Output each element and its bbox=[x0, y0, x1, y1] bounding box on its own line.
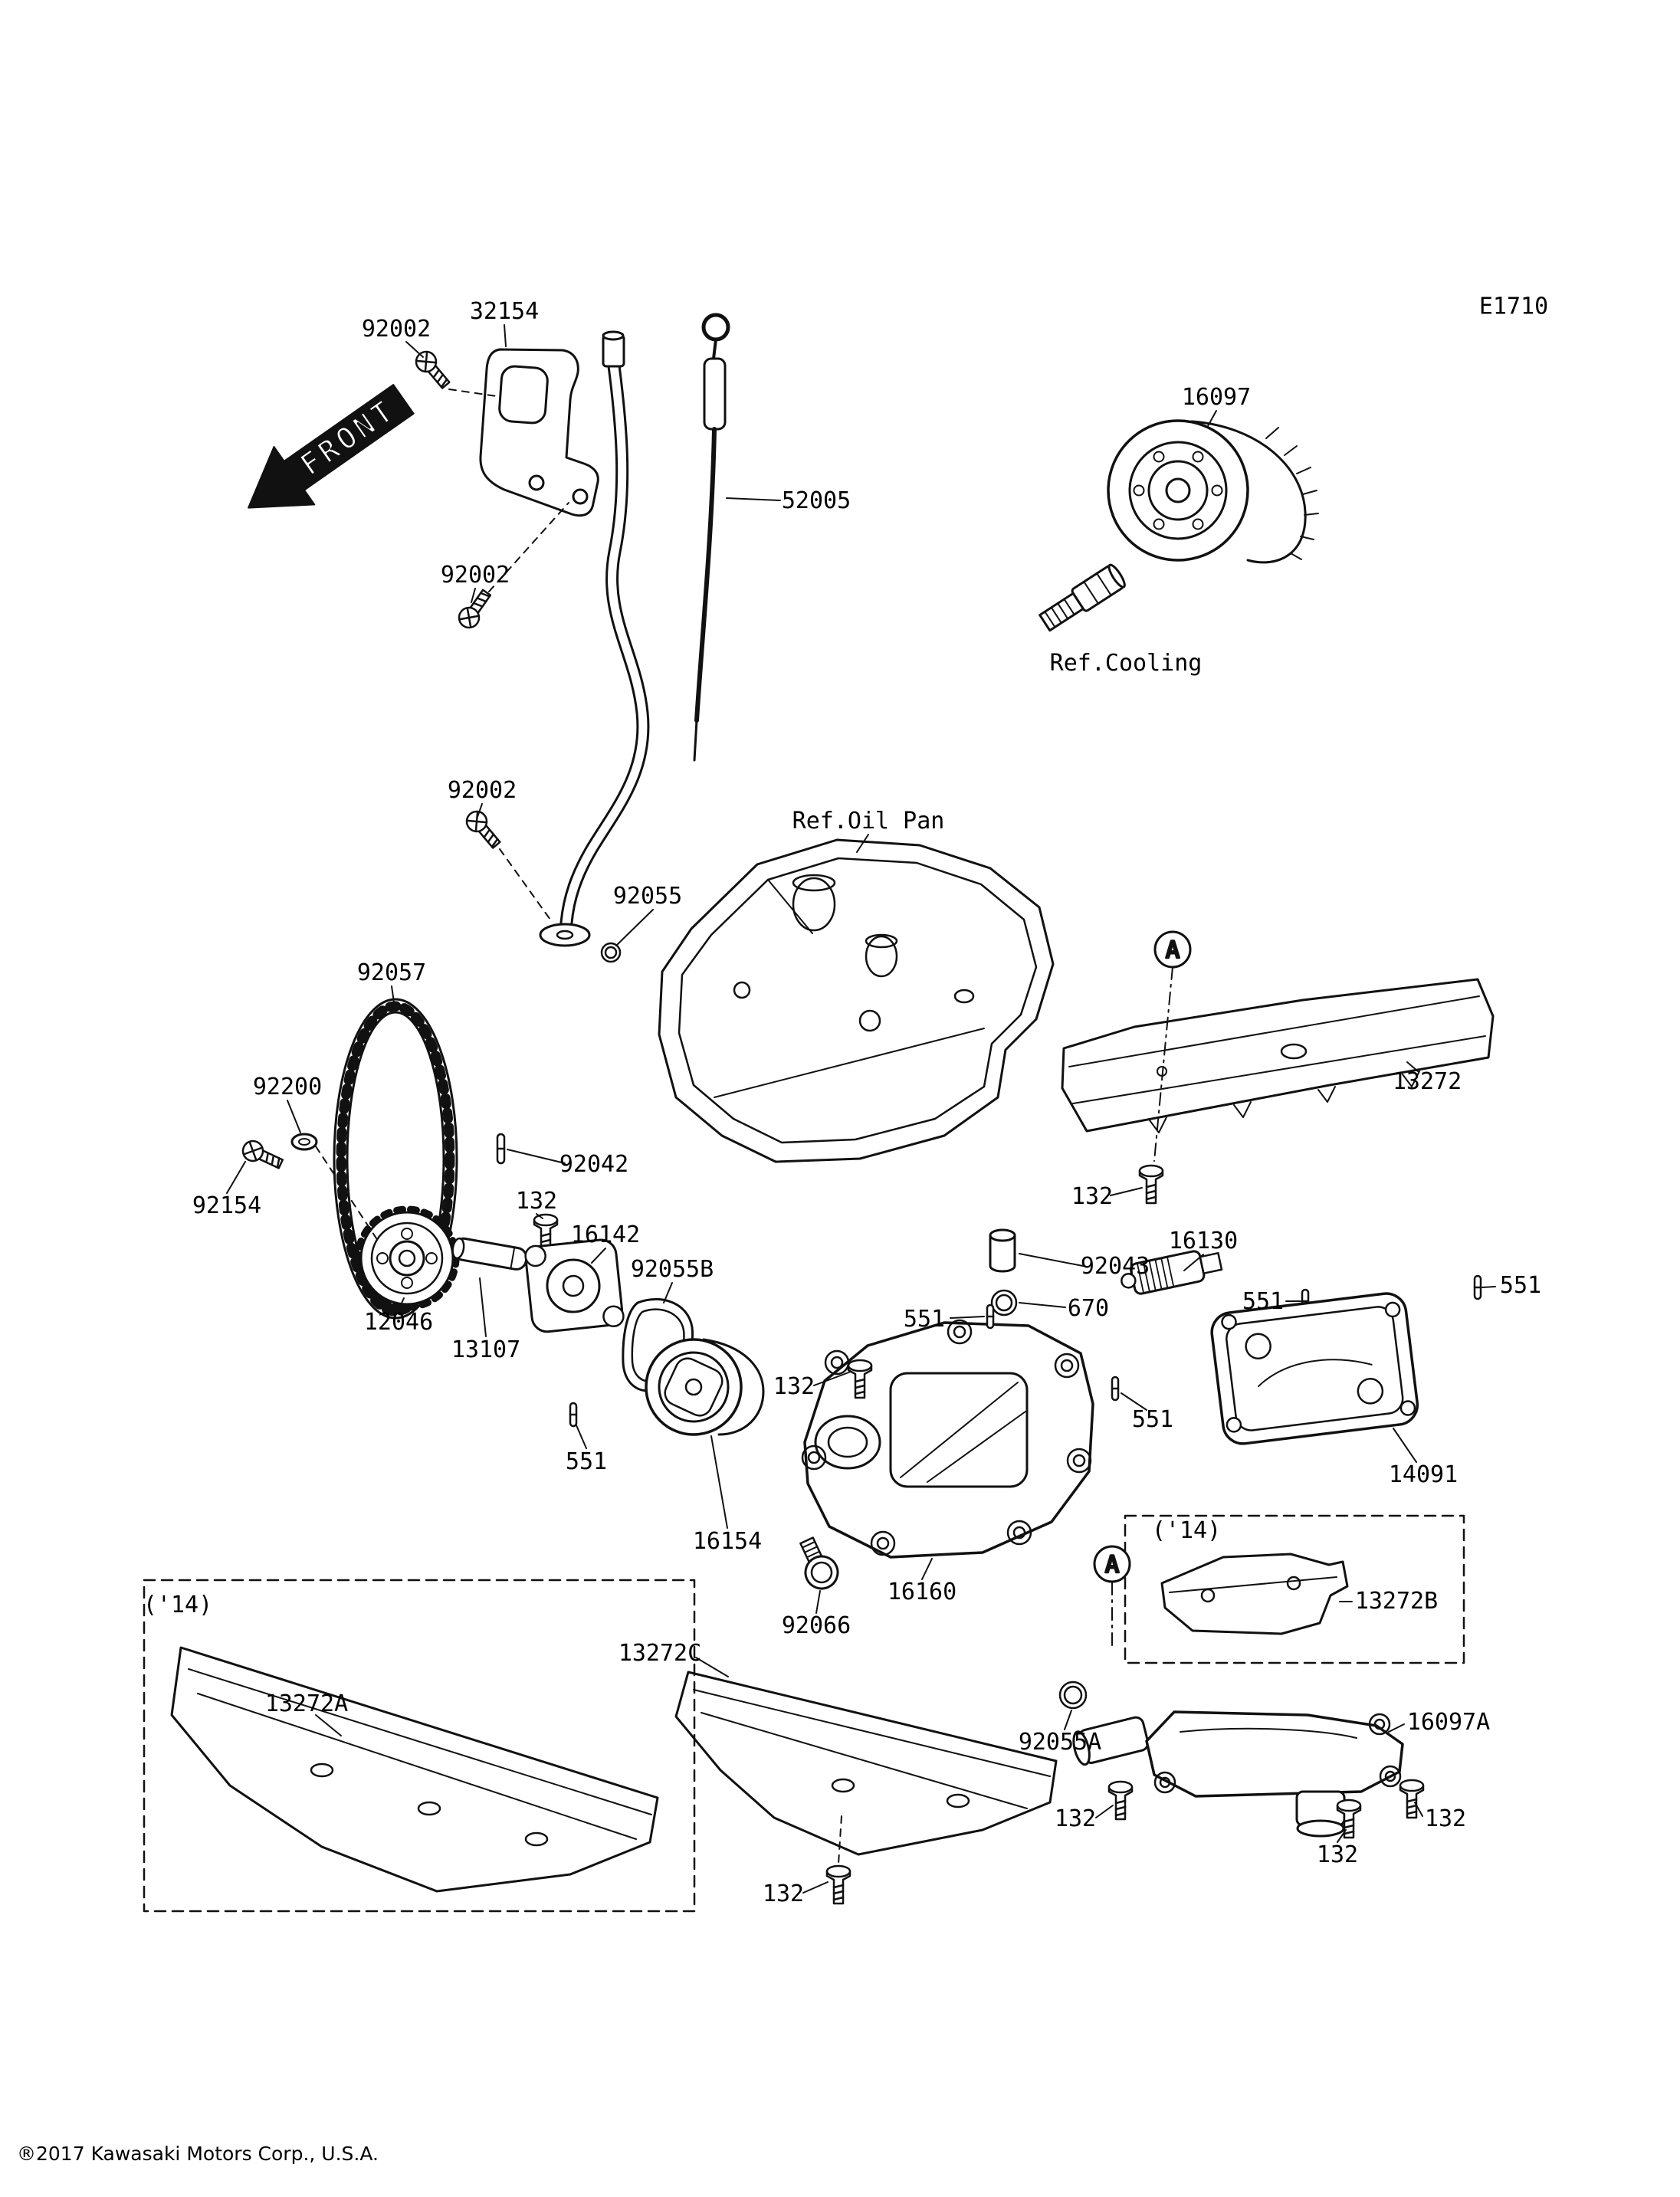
leader-lines bbox=[226, 324, 1496, 1894]
screw-92154 bbox=[238, 1136, 287, 1175]
bolt-132-baffle-c bbox=[825, 1864, 851, 1905]
callout-132-a: 132 bbox=[515, 1188, 558, 1215]
bolt-132-outlet-left bbox=[1107, 1780, 1134, 1821]
pin-551-center bbox=[986, 1303, 995, 1330]
callout-13272b: 13272B bbox=[1354, 1588, 1439, 1615]
callout-16154: 16154 bbox=[692, 1528, 763, 1555]
callout-551-b: 551 bbox=[1242, 1288, 1285, 1315]
callout-92055a: 92055A bbox=[1018, 1729, 1102, 1756]
callout-16160: 16160 bbox=[887, 1579, 957, 1605]
sprocket-12046-drawing bbox=[354, 1205, 460, 1311]
front-arrow-label: FRONT bbox=[294, 392, 402, 483]
view-marker-a-bottom: A bbox=[1093, 1545, 1131, 1650]
cooling-union-fitting bbox=[1039, 563, 1126, 632]
callout-132-g: 132 bbox=[762, 1881, 805, 1907]
baffle-13272a-drawing bbox=[170, 1646, 659, 1893]
callout-551-a: 551 bbox=[903, 1306, 946, 1333]
callout-92002-c: 92002 bbox=[447, 777, 517, 804]
o-ring-92055 bbox=[600, 942, 622, 963]
o-ring-92055a-drawing bbox=[1058, 1681, 1088, 1710]
callout-132-b: 132 bbox=[1071, 1183, 1114, 1210]
callout-92057: 92057 bbox=[356, 959, 427, 986]
callout-ref-oil-pan: Ref.Oil Pan bbox=[792, 808, 945, 835]
plug-92066-drawing bbox=[799, 1536, 839, 1590]
callout-92066: 92066 bbox=[781, 1612, 851, 1639]
baffle-13272c-drawing bbox=[674, 1671, 1058, 1856]
pin-92042-drawing bbox=[496, 1133, 506, 1165]
callout-variant-note-right: ('14) bbox=[1151, 1517, 1222, 1544]
oil-filter-16097-drawing bbox=[1107, 419, 1319, 564]
callout-132-f: 132 bbox=[1424, 1805, 1467, 1832]
callout-ref-cooling: Ref.Cooling bbox=[1049, 650, 1203, 677]
callout-132-e: 132 bbox=[1316, 1841, 1359, 1868]
callout-92055: 92055 bbox=[612, 883, 683, 910]
baffle-13272-drawing bbox=[1061, 978, 1495, 1133]
rotor-16154-drawing bbox=[645, 1338, 765, 1436]
pump-case-16160-drawing bbox=[801, 1319, 1094, 1559]
screws-92002 bbox=[411, 346, 569, 920]
callout-variant-note-left: ('14) bbox=[143, 1592, 213, 1618]
cover-14091-drawing bbox=[1210, 1292, 1419, 1445]
callout-92042: 92042 bbox=[559, 1151, 629, 1178]
callout-92055b: 92055B bbox=[630, 1256, 714, 1283]
diagram-code: E1710 bbox=[1478, 293, 1549, 320]
front-direction-arrow: FRONT bbox=[248, 384, 415, 509]
callout-92043: 92043 bbox=[1080, 1253, 1150, 1280]
callout-551-d: 551 bbox=[1131, 1406, 1174, 1433]
shaft-13107-drawing bbox=[451, 1237, 528, 1271]
copyright-notice: ®2017 Kawasaki Motors Corp., U.S.A. bbox=[17, 2143, 379, 2165]
callout-52005: 52005 bbox=[781, 487, 851, 514]
baffle-13272b-drawing bbox=[1160, 1553, 1349, 1635]
callout-92002-a: 92002 bbox=[361, 316, 431, 343]
callout-92200: 92200 bbox=[252, 1074, 323, 1100]
variant-box-right bbox=[1124, 1514, 1465, 1664]
dipstick-52005-drawing bbox=[693, 313, 730, 762]
pin-551-case bbox=[1111, 1376, 1120, 1402]
bracket-32154-drawing bbox=[479, 348, 599, 517]
callout-92154: 92154 bbox=[192, 1192, 262, 1219]
callout-132-c: 132 bbox=[773, 1373, 815, 1400]
callout-16097: 16097 bbox=[1181, 384, 1252, 411]
variant-box-left bbox=[143, 1579, 696, 1913]
callout-16097a: 16097A bbox=[1406, 1709, 1491, 1736]
callout-13272a: 13272A bbox=[264, 1690, 349, 1717]
o-ring-670-drawing bbox=[990, 1289, 1018, 1317]
callout-551-c: 551 bbox=[1499, 1272, 1542, 1299]
callout-14091: 14091 bbox=[1388, 1461, 1459, 1488]
outlet-cover-16097a-drawing bbox=[1072, 1710, 1404, 1838]
bushing-92043-drawing bbox=[989, 1228, 1016, 1273]
pin-551-left bbox=[569, 1402, 578, 1428]
callout-32154: 32154 bbox=[469, 298, 540, 325]
callout-12046: 12046 bbox=[363, 1309, 434, 1336]
callout-13107: 13107 bbox=[451, 1336, 521, 1363]
oil-pipe-drawing bbox=[539, 330, 650, 947]
callout-16130: 16130 bbox=[1168, 1228, 1239, 1254]
callout-13272c: 13272C bbox=[618, 1640, 702, 1667]
svg-text:A: A bbox=[1105, 1552, 1119, 1579]
view-marker-a-top: A bbox=[1138, 930, 1192, 1205]
pin-551-right-b bbox=[1473, 1274, 1482, 1300]
oil-pump-16142-drawing bbox=[524, 1238, 625, 1333]
callout-670: 670 bbox=[1067, 1295, 1110, 1322]
oil-pan-drawing bbox=[658, 838, 1055, 1163]
washer-92200-drawing bbox=[290, 1133, 318, 1151]
callout-132-d: 132 bbox=[1054, 1805, 1097, 1832]
callout-13272: 13272 bbox=[1392, 1068, 1462, 1095]
callout-92002-b: 92002 bbox=[440, 562, 510, 589]
valve-16130-drawing bbox=[1121, 1250, 1223, 1295]
svg-text:A: A bbox=[1166, 937, 1180, 964]
callout-551-e: 551 bbox=[565, 1448, 608, 1475]
callout-16142: 16142 bbox=[570, 1221, 641, 1248]
